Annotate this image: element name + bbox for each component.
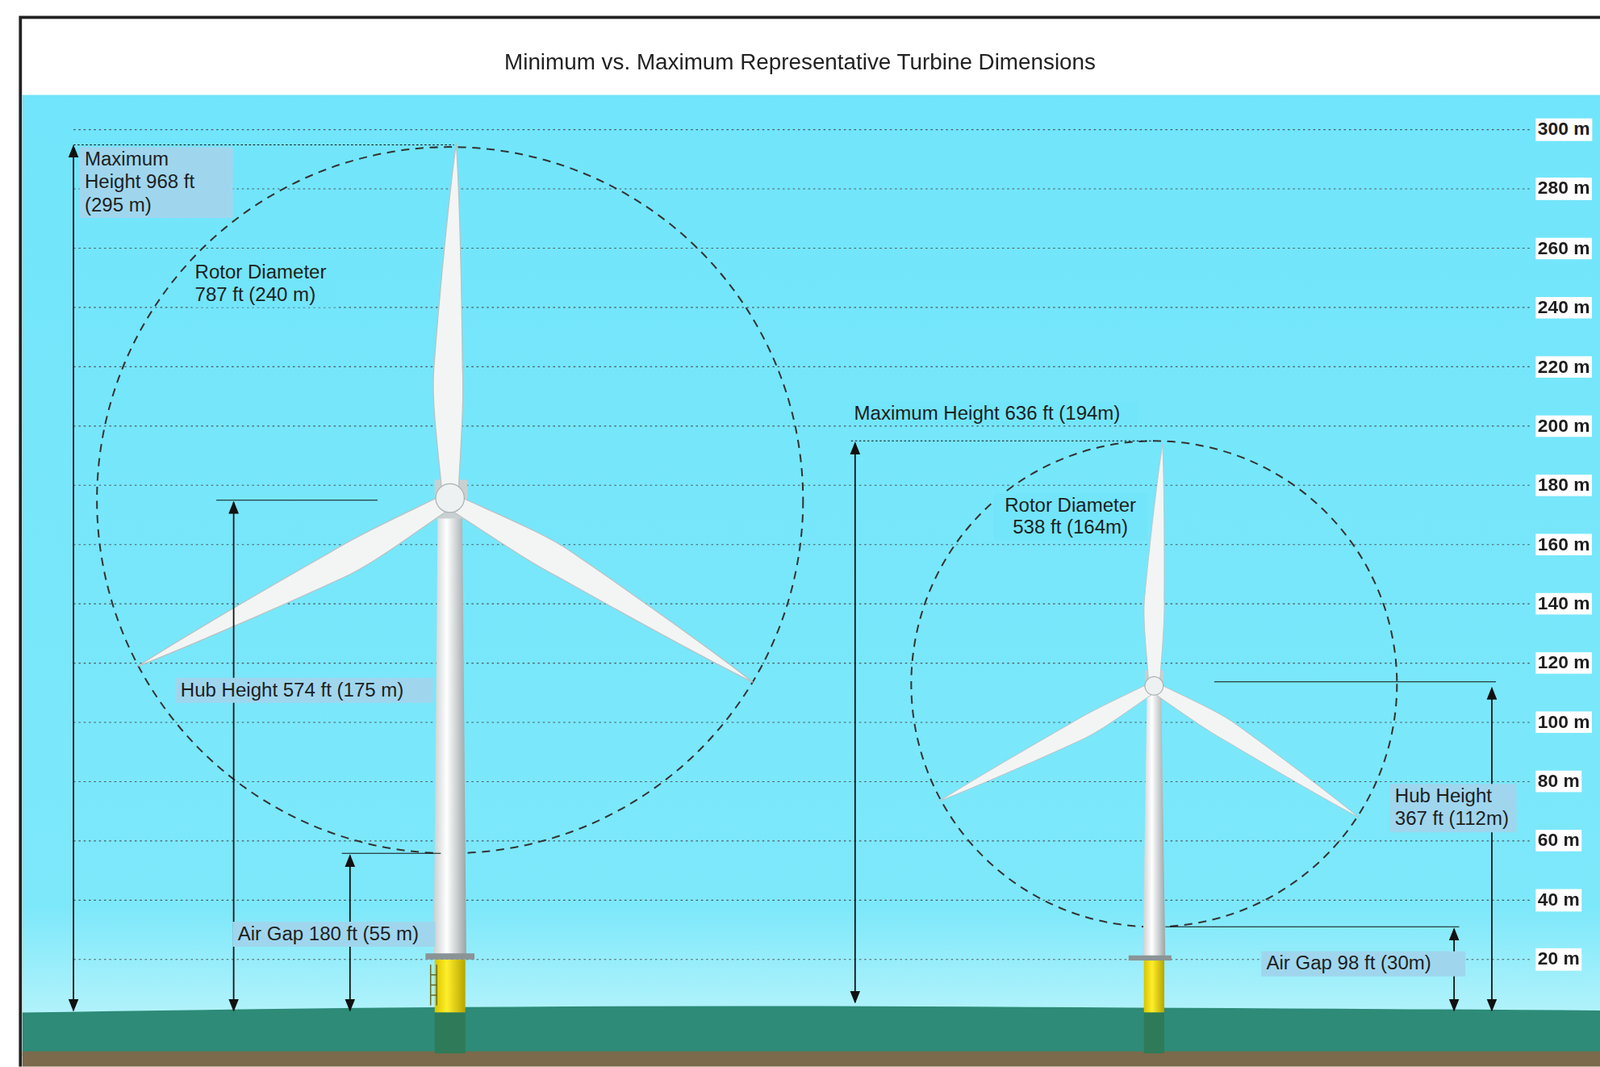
grid-line [73,899,1531,901]
height-label: Maximum Height 636 ft (194m) [851,401,1137,425]
axis-label: 160 m [1535,533,1592,556]
hub-label: Hub Height 367 ft (112m) [1389,783,1517,832]
axis-label: 120 m [1535,651,1592,674]
grid-line [73,839,1531,841]
rotor-label: Rotor Diameter 787 ft (240 m) [192,261,335,308]
axis-label: 40 m [1535,889,1582,911]
axis-label: 60 m [1535,829,1582,852]
grid-line [73,366,1531,368]
grid-line [73,129,1531,130]
height-label: Maximum Height 968 ft (295 m) [79,146,234,218]
axis-label: 240 m [1535,296,1592,319]
grid-line [73,425,1531,427]
axis-label: 100 m [1535,711,1592,734]
grid-line [73,247,1531,249]
grid-line [73,662,1531,664]
axis-label: 80 m [1535,770,1582,793]
axis-label: 300 m [1535,118,1592,141]
rotor-label: Rotor Diameter 538 ft (164m) [994,493,1148,540]
grid-line [73,306,1531,308]
grid-line [73,603,1531,605]
grid-line [73,543,1531,545]
air-gap-label: Air Gap 98 ft (30m) [1261,951,1466,977]
hub-label: Hub Height 574 ft (175 m) [175,677,434,703]
grid-line [73,721,1531,723]
axis-label: 220 m [1535,355,1592,378]
axis-label: 140 m [1535,593,1592,615]
grid-line [73,187,1531,189]
axis-label: 280 m [1535,178,1592,201]
axis-label: 180 m [1535,474,1592,497]
chart-title: Minimum vs. Maximum Representative Turbi… [0,49,1600,76]
axis-label: 20 m [1535,948,1582,970]
axis-label: 260 m [1535,237,1592,260]
axis-label: 200 m [1535,414,1592,437]
air-gap-label: Air Gap 180 ft (55 m) [232,921,435,947]
